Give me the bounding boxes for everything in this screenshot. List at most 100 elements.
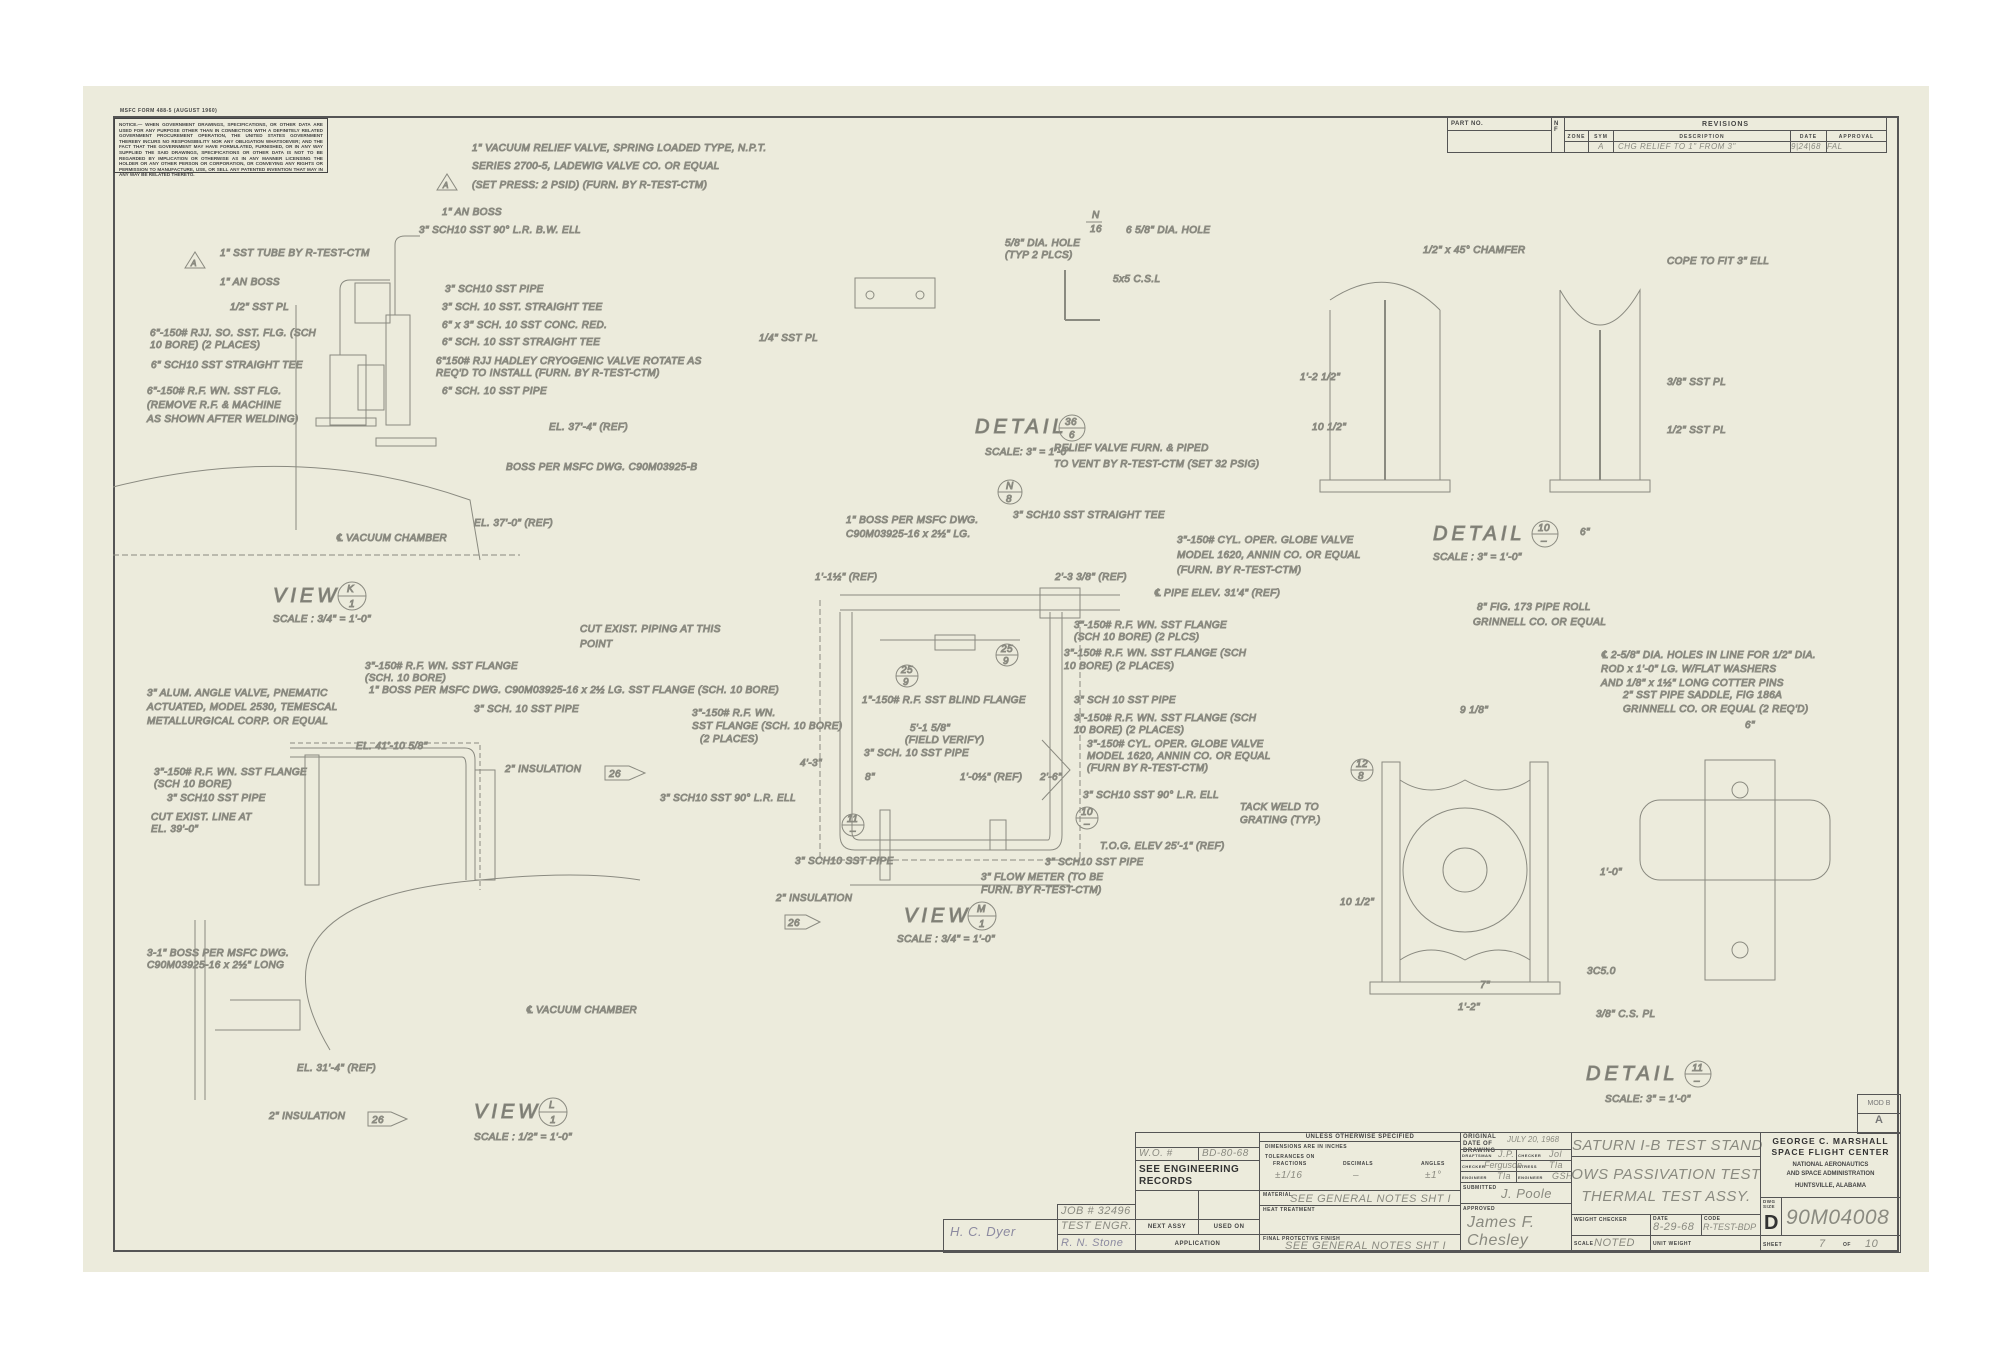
approved-label: APPROVED [1463,1206,1496,1212]
callout-label: RELIEF VALVE FURN. & PIPED [1054,443,1209,454]
callout-label: 5'-1 5/8" [910,723,950,734]
callout-label: 6" SCH. 10 SST PIPE [442,386,547,397]
view-ref-bottom: 1 [550,1115,556,1126]
callout-label: EL. 39'-0" [151,824,198,835]
org-line-5: HUNTSVILLE, ALABAMA [1794,1183,1867,1189]
callout-label: GRINNELL CO. OR EQUAL [1473,617,1606,628]
heat-treatment-label: HEAT TREATMENT [1263,1207,1316,1213]
marker-top: 25 [1000,644,1013,655]
fractions-value: ±1/16 [1275,1170,1303,1181]
of-label: OF [1843,1242,1851,1248]
finish-value: SEE GENERAL NOTES SHT I [1285,1240,1447,1252]
fractions-label: FRACTIONS [1273,1161,1307,1167]
callout-label: 3" FLOW METER (TO BE [981,872,1104,883]
corner-box-bottom: A [1875,1114,1883,1126]
draftsman: J.P. [1498,1149,1515,1159]
callout-label: T.O.G. ELEV 25'-1" (REF) [1100,841,1225,852]
dimension-label: 6" [1745,720,1755,731]
draftsman-label: DRAFTSMAN [1462,1153,1492,1158]
callout-label: (SCH 10 BORE) (2 PLCS) [1074,632,1200,643]
callout-label: EL. 41'-10 5/8" [356,741,428,752]
unit-weight-label: UNIT WEIGHT [1653,1241,1692,1247]
marker-top: 10 [1081,807,1093,818]
callout-label: TO VENT BY R-TEST-CTM (SET 32 PSIG) [1054,459,1260,470]
callout-label: 6"-150# RJJ. SO. SST. FLG. (SCH [150,328,317,339]
drawing-border [113,116,1899,1252]
callout-label: 3" SCH. 10 SST PIPE [474,704,579,715]
callout-label: 6" SCH. 10 SST STRAIGHT TEE [442,337,600,348]
callout-label: CUT EXIST. LINE AT [151,812,252,823]
callout-label: 6 5/8" DIA. HOLE [1126,225,1210,236]
view-ref-bottom: – [1540,536,1547,547]
callout-label: 3" ALUM. ANGLE VALVE, PNEMATIC [147,688,328,699]
drawing-title-line2: THERMAL TEST ASSY. [1581,1188,1751,1205]
corner-box: MOD B A [1857,1094,1901,1134]
callout-label: 3/8" C.S. PL [1596,1009,1656,1020]
view-ref-bottom: 6 [1069,430,1075,441]
detail-11-drawing [1369,759,1831,995]
angles-value: ±1° [1425,1170,1442,1181]
section-marker: 10– [1075,806,1099,831]
view-scale: SCALE : 3/4" = 1'-0" [273,614,371,625]
view-k-drawing [112,235,520,561]
callout-label: 3" SCH10 SST PIPE [167,793,266,804]
callout-label: 3-1" BOSS PER MSFC DWG. [147,948,289,959]
dwg-size: D [1764,1212,1779,1234]
code-label: CODE [1704,1216,1721,1222]
engineer2: GSH [1552,1171,1574,1181]
insulation-tag-text: 26 [608,769,621,780]
callout-label: 1" BOSS PER MSFC DWG. [846,515,979,526]
dwg-size-label: DWG SIZE [1763,1199,1776,1209]
agency-subtitle: NATIONAL AERONAUTICS AND SPACE ADMINISTR… [1760,1161,1901,1191]
callout-label: CUT EXIST. PIPING AT THIS [580,624,721,635]
checker2-label: CHECKER [1462,1164,1486,1169]
callout-label: 3"-150# R.F. WN. SST FLANGE (SCH [1064,648,1247,659]
revision-approval: FAL [1826,141,1887,153]
engineer: Tla [1497,1171,1512,1181]
marker-top: 25 [900,665,913,676]
test-engr-signature: R. N. Stone [1061,1237,1124,1249]
see-engineering-records: SEE ENGINEERING RECORDS [1139,1164,1240,1187]
checker2: Ferguson [1484,1160,1523,1170]
insulation-tag: 26 [784,914,822,930]
callout-label: 3"-150# CYL. OPER. GLOBE VALVE [1177,535,1354,546]
callout-label: 1" BOSS PER MSFC DWG. C90M03925-16 x 2½ … [369,685,779,696]
revision-triangle-text: A [190,259,197,268]
callout-label: 1" AN BOSS [220,277,280,288]
callout-label: 1/4" SST PL [759,333,818,344]
callout-label: (FIELD VERIFY) [905,735,985,746]
view-label: DETAIL [975,416,1068,438]
callouts: 1" VACUUM RELIEF VALVE, SPRING LOADED TY… [146,143,1817,1123]
callout-label: EL. 37'-0" (REF) [474,518,553,529]
callout-label: 3" SCH. 10 SST. STRAIGHT TEE [442,302,603,313]
dimension-label: 1'-1½" (REF) [815,572,878,583]
section-marker: 128 [1350,758,1374,783]
callout-label: MODEL 1620, ANNIN CO. OR EQUAL [1087,751,1271,762]
date-value: 8-29-68 [1653,1221,1695,1233]
callout-label: (REMOVE R.F. & MACHINE [147,400,281,411]
revision-triangle: A [184,251,206,269]
weight-checker-label: WEIGHT CHECKER [1574,1217,1628,1223]
corner-box-top: MOD B [1858,1095,1900,1114]
section-marker: 11– [841,813,865,838]
callout-label: COPE TO FIT 3" ELL [1667,256,1769,267]
marker-bottom: 9 [1003,656,1009,667]
callout-label: 1"-150# R.F. SST BLIND FLANGE [862,695,1026,706]
dimension-label: 10 1/2" [1340,897,1374,908]
callout-label: 3"-150# R.F. WN. SST FLANGE [365,661,518,672]
callout-label: (SET PRESS: 2 PSID) (FURN. BY R-TEST-CTM… [472,180,707,191]
callout-label: 1/2" SST PL [230,302,289,313]
original-date: JULY 20, 1968 [1507,1135,1560,1144]
description-header: DESCRIPTION [1679,134,1725,140]
drawing-number: 90M04008 [1786,1206,1890,1229]
insulation-tag: 26 [367,1111,409,1127]
sheet-label: SHEET [1763,1242,1783,1248]
drawing-title-line1: OWS PASSIVATION TEST [1571,1166,1761,1183]
dimension-label: 7" [1480,980,1490,991]
view-ref-top: K [347,584,355,595]
application-label: APPLICATION [1174,1241,1221,1247]
callout-label: 10 BORE) (2 PLACES) [1074,725,1184,736]
revisions-title: REVISIONS [1701,121,1750,128]
used-on-label: USED ON [1213,1224,1245,1230]
